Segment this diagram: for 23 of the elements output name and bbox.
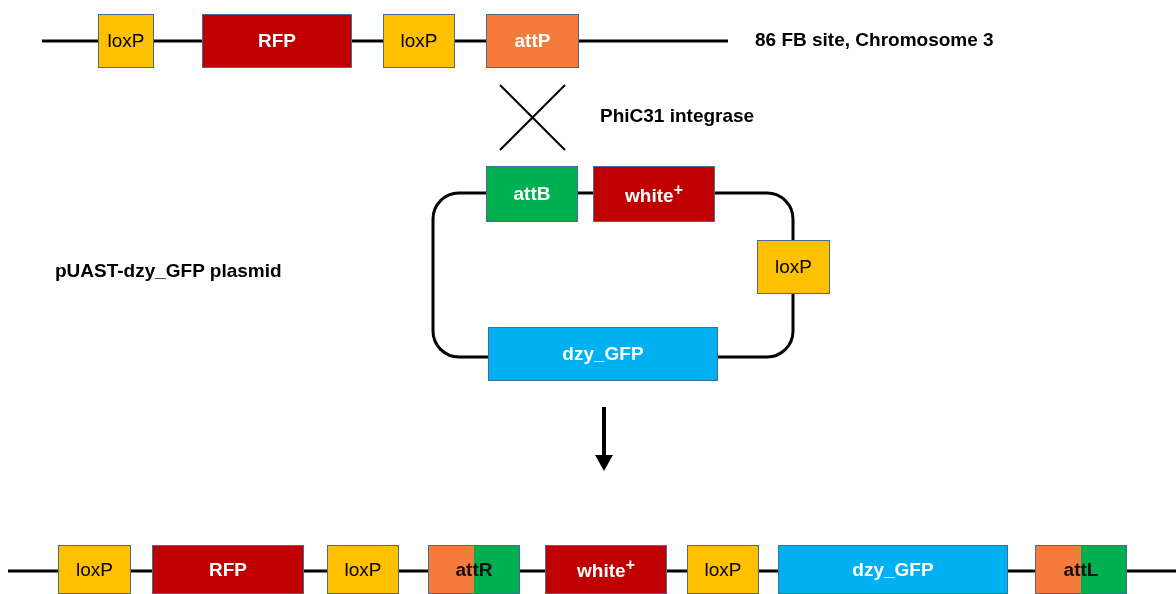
loxp-box: loxP (757, 240, 830, 294)
attb-box: attB (486, 166, 578, 222)
loxp-box: loxP (58, 545, 131, 594)
rfp-box: RFP (202, 14, 352, 68)
attr-box: attR (428, 545, 520, 594)
marker-gene-box: white$^{+}$ (545, 545, 667, 594)
rfp-box: RFP (152, 545, 304, 594)
gene-box: dzy_GFP (488, 327, 718, 381)
plasmid-backbone-line (578, 191, 593, 195)
plasmid-backbone-line (431, 191, 488, 359)
loxp-box: loxP (327, 545, 399, 594)
loxp-box: loxP (98, 14, 154, 68)
attl-box: attL (1035, 545, 1127, 594)
site-label: 86 FB site, Chromosome 3 (755, 29, 994, 51)
enzyme-label: PhiC31 integrase (600, 105, 755, 127)
attp-box: attP (486, 14, 579, 68)
loxp-box: loxP (383, 14, 455, 68)
plasmid-backbone-line (718, 294, 795, 359)
plasmid-backbone-line (715, 191, 795, 240)
plasmid-label: pUAST-dzy_GFP plasmid (55, 260, 282, 282)
marker-gene-box: white$^{+}$ (593, 166, 715, 222)
gene-box: dzy_GFP (778, 545, 1008, 594)
loxp-box: loxP (687, 545, 759, 594)
